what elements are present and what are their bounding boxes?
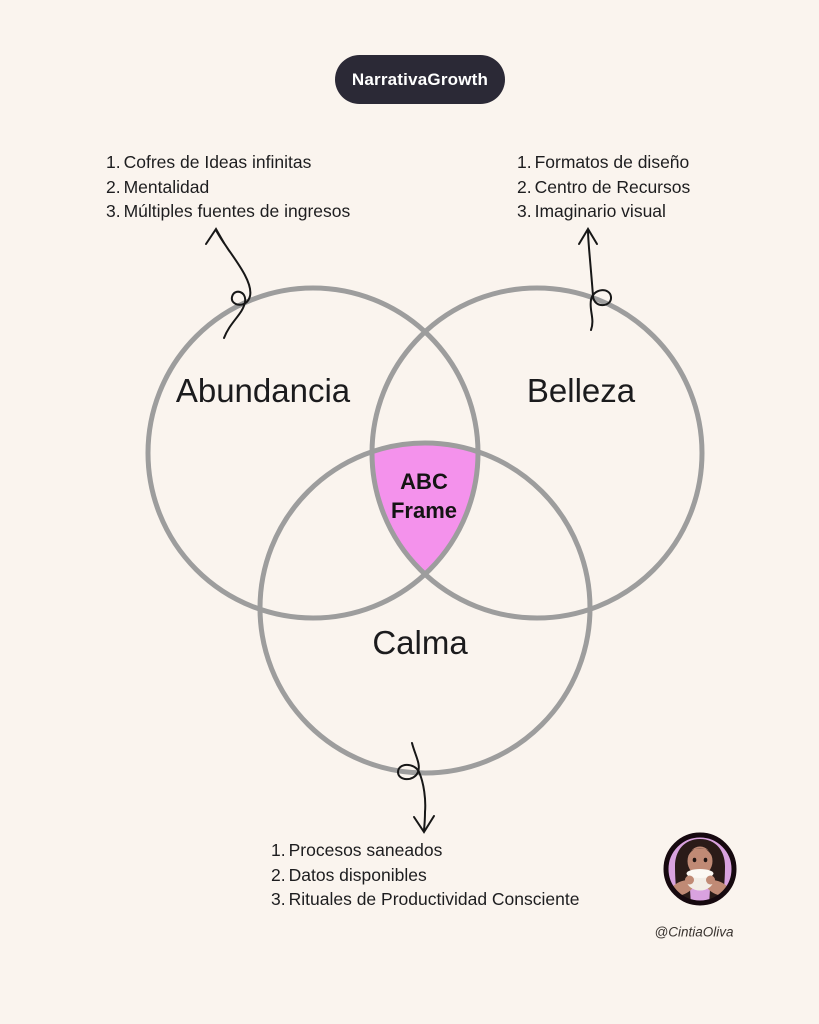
list-item-number: 3. xyxy=(106,201,121,221)
list-item-text: Múltiples fuentes de ingresos xyxy=(123,201,351,221)
arrow-to-belleza-list xyxy=(578,227,612,331)
center-label: ABC Frame xyxy=(391,467,457,525)
avatar-eye-right xyxy=(703,857,708,863)
list-item: 3. Múltiples fuentes de ingresos xyxy=(106,199,350,224)
author-handle: @CintiaOliva xyxy=(654,924,734,940)
avatar xyxy=(663,832,737,906)
brand-badge: NarrativaGrowth xyxy=(335,55,505,104)
avatar-ring xyxy=(663,832,737,906)
list-item-text: Procesos saneados xyxy=(288,840,443,860)
list-item-number: 1. xyxy=(106,152,121,172)
list-item-number: 2. xyxy=(106,176,121,197)
list-item: 2. Centro de Recursos xyxy=(517,175,690,200)
list-item-text: Formatos de diseño xyxy=(534,152,690,172)
list-item: 1. Cofres de Ideas infinitas xyxy=(106,150,350,175)
center-label-line2: Frame xyxy=(390,498,458,523)
list-abundancia: 1. Cofres de Ideas infinitas 2. Mentalid… xyxy=(106,150,350,224)
list-calma: 1. Procesos saneados 2. Datos disponible… xyxy=(271,838,579,912)
list-item: 2. Datos disponibles xyxy=(271,863,579,888)
list-item: 2. Mentalidad xyxy=(106,175,350,200)
list-item: 3. Rituales de Productividad Consciente xyxy=(271,887,579,912)
list-item-text: Centro de Recursos xyxy=(534,176,691,197)
list-item: 1. Formatos de diseño xyxy=(517,150,690,175)
center-label-line1: ABC xyxy=(400,469,448,494)
list-item-text: Cofres de Ideas infinitas xyxy=(123,152,312,172)
avatar-eye-left xyxy=(692,857,697,863)
list-item-number: 2. xyxy=(271,864,286,885)
list-item-number: 2. xyxy=(517,176,532,197)
avatar-face xyxy=(687,846,713,876)
label-belleza: Belleza xyxy=(526,372,636,409)
list-item-text: Datos disponibles xyxy=(288,864,427,885)
list-item: 1. Procesos saneados xyxy=(271,838,579,863)
label-calma: Calma xyxy=(372,624,468,661)
list-item-text: Imaginario visual xyxy=(534,201,666,221)
arrow-to-abundancia-list xyxy=(205,227,252,339)
list-item-number: 1. xyxy=(517,152,532,172)
avatar-hand-left xyxy=(685,875,694,885)
list-belleza: 1. Formatos de diseño 2. Centro de Recur… xyxy=(517,150,690,224)
brand-badge-label: NarrativaGrowth xyxy=(351,69,489,89)
list-item-number: 3. xyxy=(517,201,532,221)
list-item-text: Rituales de Productividad Consciente xyxy=(288,889,580,909)
avatar-cup-rim xyxy=(686,869,714,878)
circle-calma xyxy=(257,440,593,776)
list-item-text: Mentalidad xyxy=(123,176,210,197)
avatar-hand-right xyxy=(706,875,715,885)
list-item: 3. Imaginario visual xyxy=(517,199,690,224)
arrow-to-calma-list xyxy=(396,742,435,834)
label-abundancia: Abundancia xyxy=(175,372,351,409)
list-item-number: 3. xyxy=(271,889,286,909)
list-item-number: 1. xyxy=(271,840,286,860)
